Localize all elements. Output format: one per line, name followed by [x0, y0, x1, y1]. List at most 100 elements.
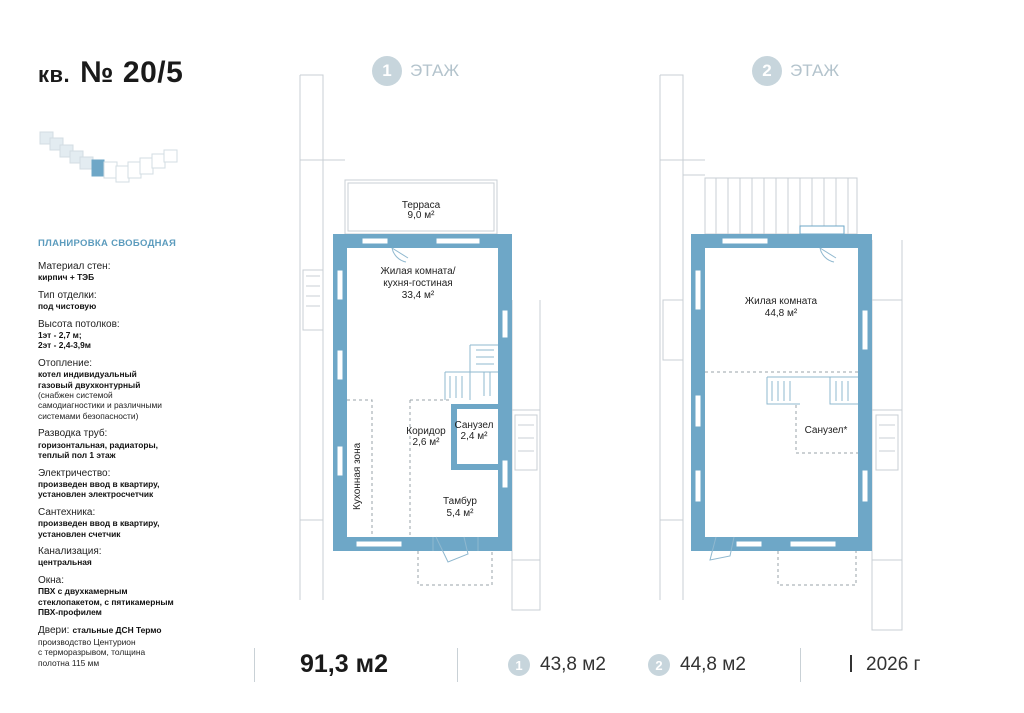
summary-bar: 91,3 м2 1 43,8 м2 2 44,8 м2 2026 г: [0, 640, 1024, 690]
floor-2-label: ЭТАЖ: [790, 61, 840, 80]
floor-1-plan: Терраса 9,0 м² Жилая комната/ кухня-гост…: [299, 74, 541, 611]
spec-note: производство Центурион с терморазрывом, …: [38, 636, 146, 668]
neighbour-outline-right: [871, 240, 903, 631]
spec-item: Электричество:произведен ввод в квартиру…: [38, 467, 248, 500]
neighbour-outline-right-stairs: [514, 414, 538, 471]
porch-dashed: [417, 551, 493, 586]
total-area: 91,3 м2: [300, 650, 389, 678]
neighbour-outline-top: [322, 159, 345, 234]
window: [435, 237, 481, 245]
spec-label: Окна:: [38, 574, 65, 586]
window: [861, 469, 869, 503]
wall: [451, 464, 498, 470]
spec-value: стальные ДСН Термо: [72, 625, 162, 636]
year-marker: [850, 655, 852, 672]
bathroom-area: 2,4 м²: [461, 431, 489, 442]
year-value: 2026 г: [866, 654, 921, 675]
floor-2-plan: Жилая комната 44,8 м² Санузел*: [659, 74, 903, 631]
living-room-name-line2: кухня-гостиная: [383, 278, 452, 289]
separator: [457, 648, 458, 682]
wall: [691, 234, 872, 248]
bathroom-name: Санузел: [455, 420, 494, 431]
wall: [333, 234, 512, 248]
spec-item: Материал стен:кирпич + ТЭБ: [38, 261, 248, 283]
window: [336, 445, 344, 477]
neighbour-outline-left: [659, 74, 684, 600]
spec-value: произведен ввод в квартиру, установлен э…: [38, 478, 160, 500]
floor-1-heading: 1 ЭТАЖ: [372, 56, 459, 86]
window: [355, 540, 403, 548]
floor-2-area-value: 44,8 м2: [680, 654, 746, 675]
spec-item: Канализация:центральная: [38, 546, 248, 568]
wall: [858, 234, 872, 551]
wall: [498, 234, 512, 551]
spec-label: Двери:: [38, 625, 70, 637]
completion-year: 2026 г: [850, 654, 920, 676]
window: [501, 459, 509, 489]
spec-item: Сантехника:произведен ввод в квартиру, у…: [38, 507, 248, 539]
wall: [691, 537, 872, 551]
window: [694, 394, 702, 428]
neighbour-outline-left: [299, 74, 324, 600]
separator: [254, 648, 255, 682]
complex-block: [163, 149, 178, 163]
staircase: [444, 344, 498, 400]
floor-1-area: 1 43,8 м2: [508, 654, 606, 676]
floor-2-area-badge: 2: [648, 654, 670, 676]
window: [694, 469, 702, 503]
terrace-name: Терраса: [402, 200, 441, 211]
spec-value: центральная: [38, 557, 92, 568]
spec-label: Разводка труб:: [38, 428, 108, 440]
floor-1-area-badge: 1: [508, 654, 530, 676]
floor-plans: .wall { fill: #6ea7c7; } .ol { fill: non…: [299, 74, 903, 631]
kitchen-zone-dashed: [347, 399, 373, 537]
window: [735, 540, 763, 548]
neighbour-outline-right-stairs: [875, 414, 899, 471]
apartment-number: № 20/5: [80, 56, 184, 89]
spec-item: Высота потолков:1эт - 2,7 м; 2эт - 2,4-3…: [38, 318, 248, 351]
bathroom-dashed: [795, 405, 858, 454]
neighbour-outline-left-stairs: [662, 299, 684, 361]
living-room-2-area: 44,8 м²: [765, 308, 798, 319]
window: [361, 237, 389, 245]
spec-label: Высота потолков:: [38, 318, 120, 330]
spec-label: Отопление:: [38, 357, 93, 369]
living-room-name-line1: Жилая комната/: [380, 266, 455, 277]
spec-value: горизонтальная, радиаторы, теплый пол 1 …: [38, 439, 158, 461]
spec-item: Тип отделки:под чистовую: [38, 289, 248, 312]
staircase: [766, 376, 858, 405]
specs-list: Материал стен:кирпич + ТЭБ Тип отделки:по…: [38, 261, 248, 676]
spec-value: ПВХ с двухкамерным стеклопакетом, с пяти…: [38, 586, 174, 617]
window: [789, 540, 837, 548]
spec-label: Электричество:: [38, 467, 111, 479]
wall: [451, 406, 457, 468]
layout-type: ПЛАНИРОВКА СВОБОДНАЯ: [38, 238, 177, 249]
window: [799, 225, 845, 235]
complex-location-map: [39, 131, 178, 183]
roof-outline-top: [682, 159, 705, 234]
spec-note: (снабжен системой самодиагностики и разл…: [38, 390, 162, 421]
terrace-area: 9,0 м²: [408, 210, 436, 221]
terrace-inner: [347, 182, 495, 232]
corridor-area: 2,6 м²: [413, 437, 441, 448]
entrance-door: [435, 536, 469, 563]
floor-2-heading: 2 ЭТАЖ: [752, 56, 839, 86]
spec-item: Разводка труб:горизонтальная, радиаторы,…: [38, 428, 248, 461]
spec-label: Тип отделки:: [38, 289, 97, 301]
spec-value: кирпич + ТЭБ: [38, 272, 95, 283]
bathroom-2-name: Санузел*: [805, 425, 848, 436]
window: [336, 269, 344, 301]
corridor-name: Коридор: [406, 426, 446, 437]
spec-value: котел индивидуальный газовый двухконтурн…: [38, 369, 141, 390]
spec-label: Материал стен:: [38, 261, 111, 272]
vestibule-name: Тамбур: [443, 495, 477, 507]
porch-outline: [432, 537, 479, 551]
wall: [451, 404, 498, 409]
window: [336, 349, 344, 381]
balcony-dashed: [777, 551, 857, 586]
window: [721, 237, 769, 245]
neighbour-outline-right: [511, 300, 541, 611]
neighbour-outline-left-stairs: [302, 269, 324, 331]
vestibule-area: 5,4 м²: [447, 508, 475, 519]
living-room-area: 33,4 м²: [402, 290, 435, 301]
